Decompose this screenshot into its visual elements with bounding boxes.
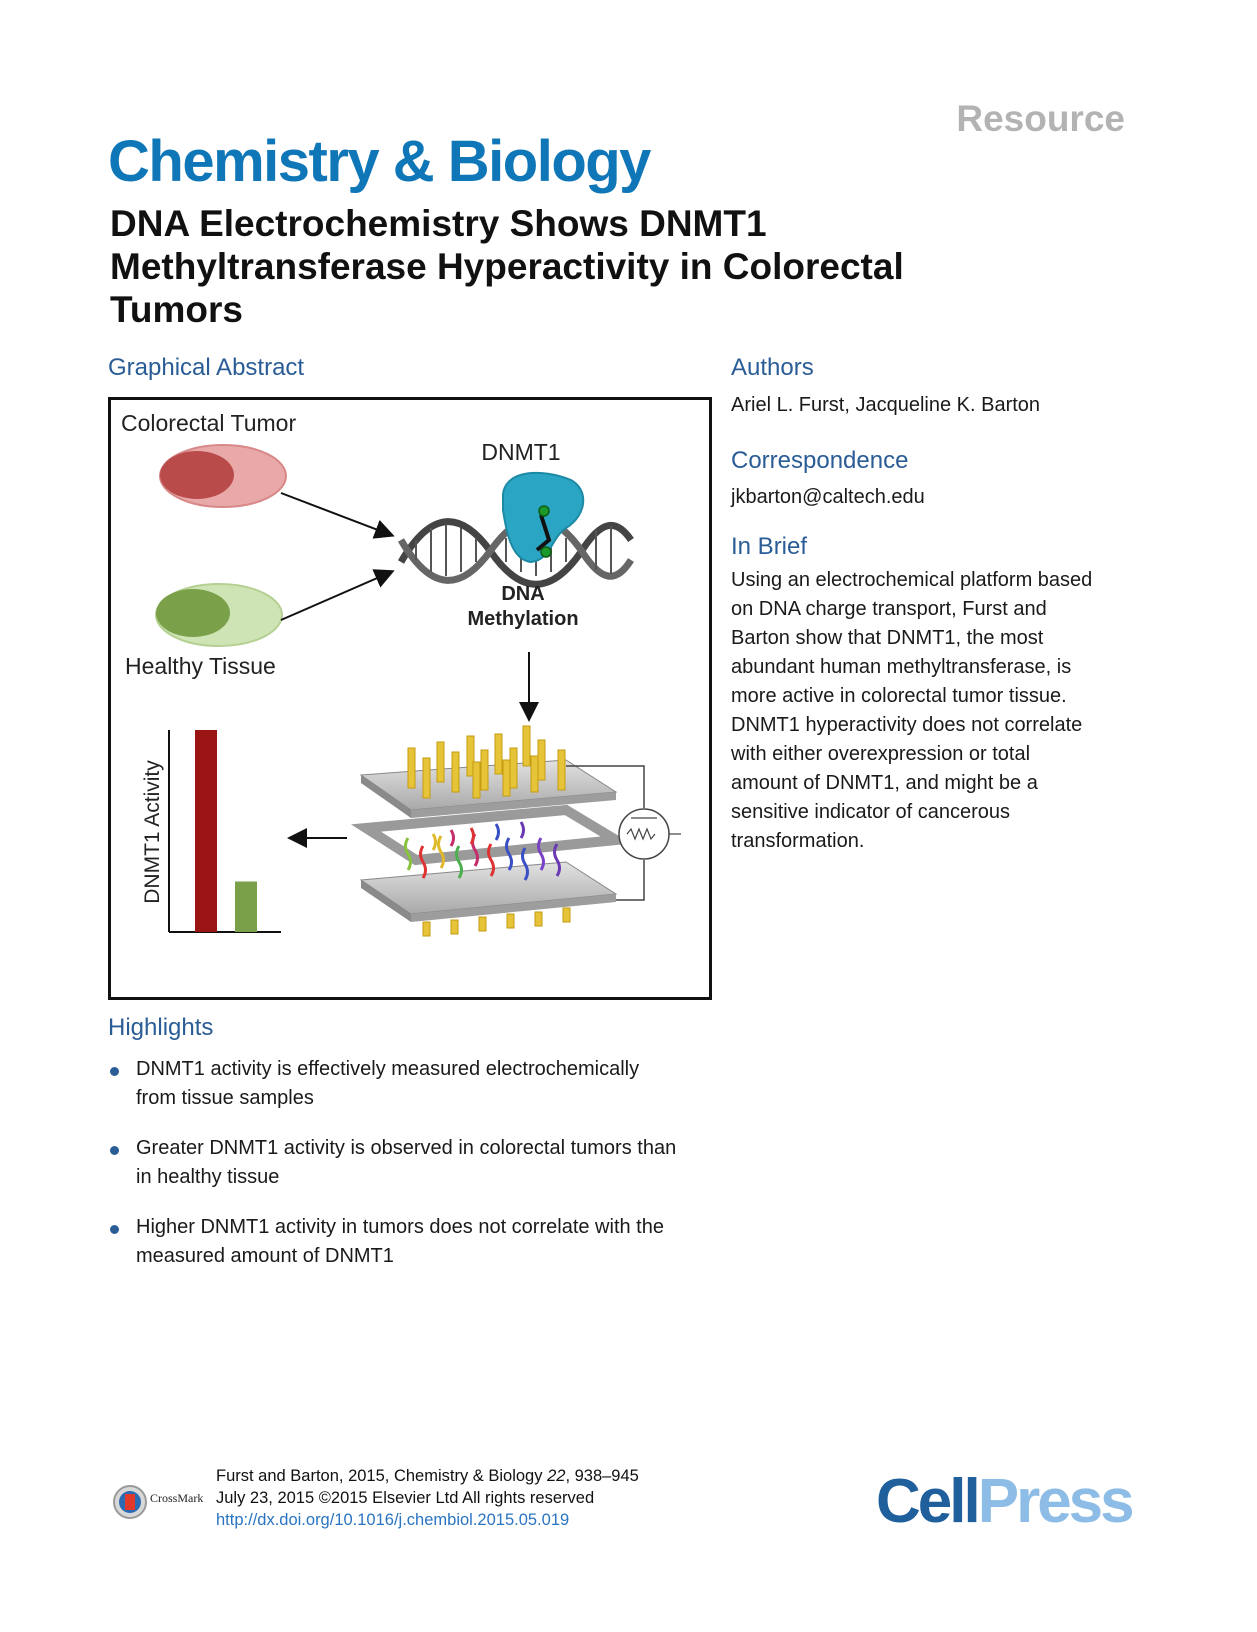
in-brief-line: Barton show that DNMT1, the most xyxy=(731,627,1044,649)
in-brief-line: on DNA charge transport, Furst and xyxy=(731,598,1047,620)
arrow-tumor-to-dna xyxy=(280,492,395,539)
doi-link[interactable]: http://dx.doi.org/10.1016/j.chembiol.201… xyxy=(216,1511,570,1529)
healthy-activity-bar xyxy=(235,881,257,932)
dna-label: DNA xyxy=(501,583,544,605)
methylation-label: Methylation xyxy=(467,608,578,630)
in-brief-heading: In Brief xyxy=(731,533,808,560)
authors-heading: Authors xyxy=(731,354,814,381)
graphical-abstract-svg: Colorectal Tumor Healthy Tissue xyxy=(121,410,681,937)
highlight-line: measured amount of DNMT1 xyxy=(136,1245,394,1267)
cellpress-logo-cell: Cell xyxy=(876,1467,981,1536)
highlights-heading: Highlights xyxy=(108,1014,214,1041)
in-brief-line: sensitive indicator of cancerous xyxy=(731,801,1011,823)
date-line: July 23, 2015 ©2015 Elsevier Ltd All rig… xyxy=(216,1489,595,1507)
crossmark-icon[interactable] xyxy=(112,1484,148,1525)
cellpress-logo-press: Press xyxy=(977,1467,1135,1536)
colorectal-tumor-label: Colorectal Tumor xyxy=(121,410,296,436)
highlight-item: Higher DNMT1 activity in tumors does not… xyxy=(108,1213,728,1271)
healthy-tissue-label: Healthy Tissue xyxy=(125,653,276,679)
highlight-line: in healthy tissue xyxy=(136,1166,280,1188)
arrow-healthy-to-dna xyxy=(280,569,395,621)
highlights-list: DNMT1 activity is effectively measured e… xyxy=(108,1055,728,1292)
correspondence-heading: Correspondence xyxy=(731,447,909,474)
citation-prefix: Furst and Barton, 2015, Chemistry & Biol… xyxy=(216,1467,548,1485)
highlight-item: DNMT1 activity is effectively measured e… xyxy=(108,1055,728,1113)
citation-volume: 22 xyxy=(547,1467,566,1485)
article-title: DNA Electrochemistry Shows DNMT1 Methylt… xyxy=(110,203,904,330)
electrochemical-device-icon xyxy=(350,725,681,937)
bar-chart-axis-label: DNMT1 Activity xyxy=(141,760,164,904)
bullet-icon xyxy=(110,1067,119,1076)
article-type-label: Resource xyxy=(956,98,1125,139)
citation-block: Furst and Barton, 2015, Chemistry & Biol… xyxy=(216,1465,639,1531)
author-names: Ariel L. Furst, Jacqueline K. Barton xyxy=(731,394,1041,416)
graphical-abstract-heading: Graphical Abstract xyxy=(108,354,305,381)
highlight-line: from tissue samples xyxy=(136,1087,314,1109)
highlight-line: Greater DNMT1 activity is observed in co… xyxy=(136,1137,677,1159)
highlight-line: Higher DNMT1 activity in tumors does not… xyxy=(136,1216,664,1238)
journal-name: Chemistry & Biology xyxy=(108,129,651,194)
graphical-abstract-figure: Colorectal Tumor Healthy Tissue xyxy=(108,397,712,1000)
correspondence-email[interactable]: jkbarton@caltech.edu xyxy=(731,486,925,508)
in-brief-line: more active in colorectal tumor tissue. xyxy=(731,685,1067,707)
citation-line: Furst and Barton, 2015, Chemistry & Biol… xyxy=(216,1465,639,1487)
cellpress-logo: CellPress xyxy=(876,1466,1135,1537)
bullet-icon xyxy=(110,1146,119,1155)
in-brief-line: abundant human methyltransferase, is xyxy=(731,656,1072,678)
healthy-tissue-icon xyxy=(155,583,283,647)
in-brief-line: DNMT1 hyperactivity does not correlate xyxy=(731,714,1083,736)
in-brief-line: Using an electrochemical platform based xyxy=(731,569,1093,591)
tumor-tissue-icon xyxy=(159,444,287,508)
highlight-item: Greater DNMT1 activity is observed in co… xyxy=(108,1134,728,1192)
dnmt1-enzyme-icon xyxy=(502,471,585,564)
activity-bar-chart: DNMT1 Activity xyxy=(141,730,281,933)
in-brief-line: transformation. xyxy=(731,830,865,852)
dna-helix-icon xyxy=(397,515,634,588)
highlight-line: DNMT1 activity is effectively measured e… xyxy=(136,1058,640,1080)
citation-pages: , 938–945 xyxy=(565,1467,639,1485)
in-brief-line: with either overexpression or total xyxy=(731,743,1031,765)
tumor-activity-bar xyxy=(195,730,217,932)
bullet-icon xyxy=(110,1225,119,1234)
dnmt1-label: DNMT1 xyxy=(481,439,560,465)
in-brief-text: Using an electrochemical platform based … xyxy=(731,566,1131,856)
crossmark-label: CrossMark xyxy=(150,1491,204,1505)
in-brief-line: amount of DNMT1, and might be a xyxy=(731,772,1038,794)
